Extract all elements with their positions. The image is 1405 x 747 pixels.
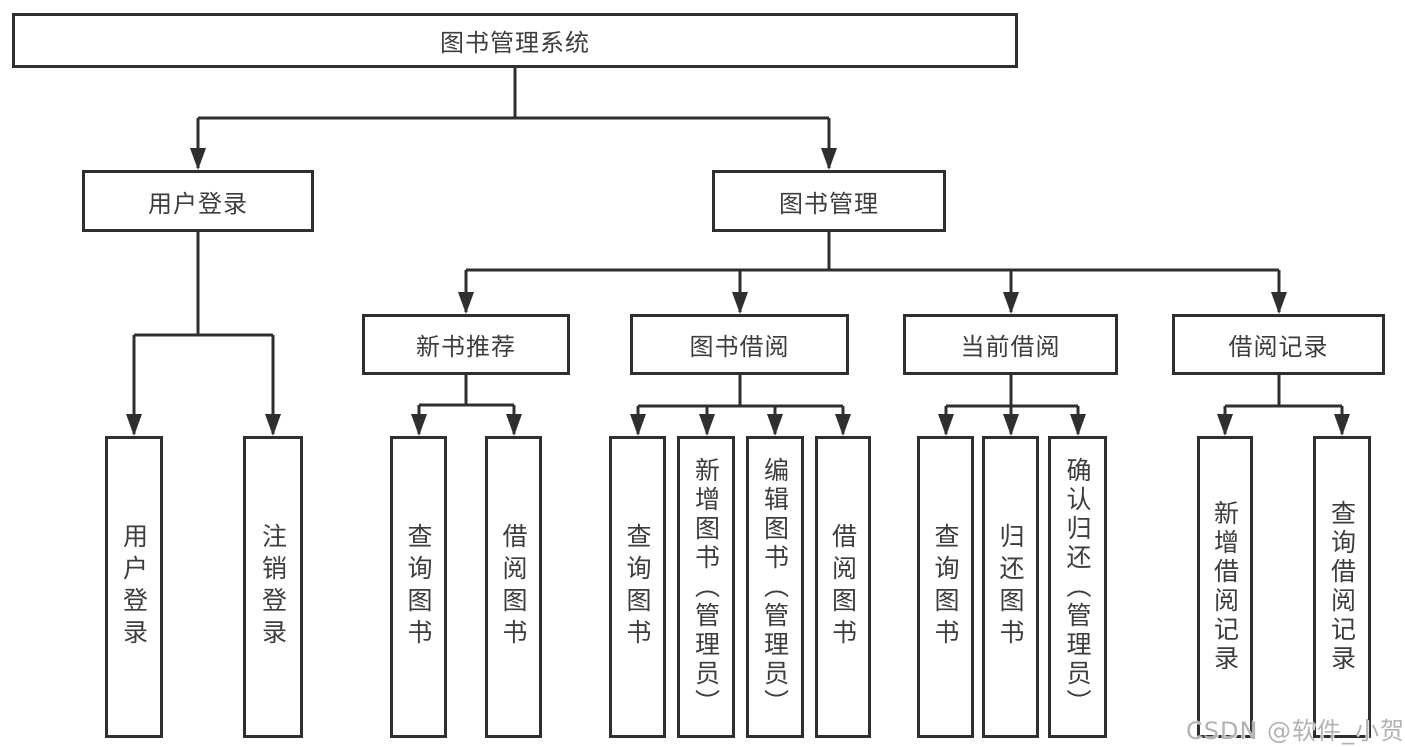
leaf-return-books-label: 归还图书 <box>996 523 1025 651</box>
leaf-user-login: 用户登录 <box>105 436 163 738</box>
node-new-book-recommend: 新书推荐 <box>362 314 570 375</box>
node-user-login-label: 用户登录 <box>148 189 248 218</box>
leaf-edit-book-admin: 编辑图书（管理员） <box>746 436 804 738</box>
node-new-book-recommend-label: 新书推荐 <box>416 333 516 361</box>
leaf-add-book-admin-label: 新增图书（管理员） <box>691 456 721 718</box>
node-current-borrow: 当前借阅 <box>903 314 1118 375</box>
leaf-recommend-query-books: 查询图书 <box>390 436 447 738</box>
csdn-watermark: CSDN @软件_小贺同学 <box>1186 717 1405 745</box>
leaf-query-borrow-record-label: 查询借阅记录 <box>1327 500 1357 674</box>
leaf-confirm-return-admin: 确认归还（管理员） <box>1048 436 1107 738</box>
arrowheads <box>126 148 1350 436</box>
leaf-user-login-label: 用户登录 <box>119 523 149 651</box>
node-book-borrow-label: 图书借阅 <box>689 333 790 361</box>
leaf-current-query-books: 查询图书 <box>917 436 974 738</box>
leaf-add-borrow-record: 新增借阅记录 <box>1197 436 1253 738</box>
leaf-recommend-query-books-label: 查询图书 <box>404 523 433 651</box>
node-book-management: 图书管理 <box>712 170 946 232</box>
node-borrow-records: 借阅记录 <box>1172 314 1385 375</box>
node-user-login: 用户登录 <box>82 170 314 232</box>
node-book-management-label: 图书管理 <box>779 189 879 218</box>
leaf-borrow-query-books: 查询图书 <box>609 436 666 738</box>
leaf-borrow-books-label: 借阅图书 <box>828 523 858 651</box>
node-root-label: 图书管理系统 <box>440 29 590 57</box>
node-book-borrow: 图书借阅 <box>630 314 849 375</box>
leaf-edit-book-admin-label: 编辑图书（管理员） <box>760 456 790 718</box>
node-borrow-records-label: 借阅记录 <box>1228 333 1329 361</box>
node-current-borrow-label: 当前借阅 <box>960 333 1061 361</box>
leaf-confirm-return-admin-label: 确认归还（管理员） <box>1063 456 1092 718</box>
leaf-logout: 注销登录 <box>243 436 303 738</box>
leaf-borrow-books: 借阅图书 <box>815 436 871 738</box>
leaf-borrow-query-books-label: 查询图书 <box>623 523 652 651</box>
leaf-recommend-borrow-books: 借阅图书 <box>485 436 542 738</box>
leaf-query-borrow-record: 查询借阅记录 <box>1313 436 1371 738</box>
leaf-add-borrow-record-label: 新增借阅记录 <box>1210 500 1240 674</box>
leaf-current-query-books-label: 查询图书 <box>931 523 960 651</box>
leaf-recommend-borrow-books-label: 借阅图书 <box>499 523 528 651</box>
node-root: 图书管理系统 <box>12 13 1018 68</box>
leaf-logout-label: 注销登录 <box>258 523 288 651</box>
leaf-add-book-admin: 新增图书（管理员） <box>677 436 735 738</box>
leaf-return-books: 归还图书 <box>982 436 1039 738</box>
